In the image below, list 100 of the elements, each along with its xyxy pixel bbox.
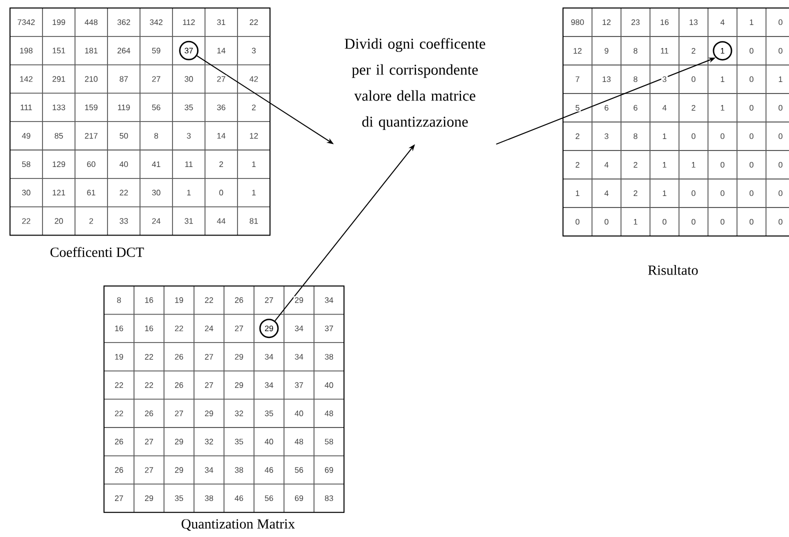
cell-value: 46 [264,466,274,474]
cell-value: 69 [324,466,334,474]
cell-value: 38 [324,352,334,361]
cell-value: 8 [632,132,639,140]
cell-value: 37 [324,324,334,332]
cell-value: 0 [777,104,784,112]
cell-value: 58 [20,160,32,168]
cell-value: 0 [748,75,755,84]
cell-value: 8 [632,46,639,55]
cell-value: 217 [84,132,99,140]
cell-value: 16 [144,296,154,304]
cell-value: 264 [116,46,132,54]
cell-value: 38 [234,466,244,474]
cell-value: 0 [690,218,697,226]
cell-value: 2 [250,104,258,112]
cell-value: 27 [204,381,214,389]
circled-value: 37 [179,40,198,60]
cell-value: 29 [234,352,244,361]
cell-value: 29 [234,381,244,389]
cell-value: 56 [150,104,162,112]
cell-value: 27 [216,75,227,83]
cell-value: 0 [777,46,784,55]
cell-value: 2 [632,189,639,197]
cell-value: 0 [777,218,784,226]
cell-value: 35 [174,494,184,502]
cell-value: 4 [603,189,610,197]
cell-value: 0 [603,218,610,226]
cell-value: 44 [216,217,227,225]
cell-value: 1 [690,161,697,169]
cell-value: 6 [603,104,610,112]
circled-value: 29 [259,318,279,338]
cell-value: 0 [748,104,755,112]
circled-value: 1 [712,41,732,60]
cell-value: 19 [174,296,184,304]
cell-value: 34 [324,296,334,304]
cell-value: 27 [234,324,244,332]
cell-value: 27 [144,466,154,474]
cell-value: 4 [719,18,726,26]
cell-value: 1 [250,188,258,196]
cell-value: 2 [574,132,581,140]
cell-value: 0 [719,132,726,140]
cell-value: 34 [264,381,274,389]
cell-value: 1 [777,75,784,83]
cell-value: 12 [601,18,612,26]
cell-value: 0 [661,218,668,226]
cell-value: 40 [264,438,274,446]
cell-value: 133 [51,104,66,112]
cell-value: 199 [51,18,66,26]
cell-value: 22 [118,188,130,196]
cell-value: 142 [18,75,34,83]
cell-value: 30 [183,75,194,83]
cell-value: 22 [174,324,184,332]
cell-value: 35 [183,104,194,112]
cell-value: 0 [777,160,784,169]
cell-value: 22 [248,18,260,26]
cell-value: 11 [184,160,194,168]
cell-value: 26 [144,410,154,418]
cell-value: 30 [150,188,162,196]
cell-value: 24 [204,324,214,332]
cell-value: 56 [294,466,304,474]
cell-value: 27 [114,494,124,502]
cell-value: 3 [603,132,610,140]
cell-value: 61 [86,188,97,196]
cell-value: 8 [152,132,160,140]
cell-value: 111 [19,104,34,112]
cell-value: 37 [294,381,304,389]
cell-value: 7 [574,75,581,83]
cell-value: 26 [174,352,184,361]
cell-value: 22 [114,381,124,389]
cell-value: 0 [777,18,784,26]
cell-value: 0 [748,218,755,226]
cell-value: 0 [777,132,784,140]
matrix-grid [562,8,789,275]
cell-value: 3 [186,132,192,140]
cell-value: 40 [118,160,130,168]
cell-value: 34 [204,466,214,474]
cell-value: 31 [216,18,227,26]
cell-value: 14 [216,132,227,140]
cell-value: 85 [53,132,64,140]
cell-value: 1 [574,189,581,197]
cell-value: 22 [20,217,32,225]
cell-value: 2 [218,160,224,168]
cell-value: 38 [204,494,214,502]
cell-value: 119 [116,104,132,112]
cell-value: 2 [690,47,697,55]
cell-value: 3 [661,75,668,84]
cell-value: 23 [630,18,641,26]
cell-value: 22 [204,296,214,304]
cell-value: 34 [294,352,304,361]
cell-value: 2 [632,161,639,169]
cell-value: 0 [690,75,697,84]
matrix-caption: Coefficenti DCT [50,247,144,257]
cell-value: 42 [248,75,260,83]
cell-value: 20 [53,217,64,225]
cell-value: 35 [234,438,244,446]
cell-value: 210 [84,75,99,83]
cell-value: 87 [118,75,130,83]
cell-value: 26 [234,296,244,304]
cell-value: 0 [719,218,726,226]
cell-value: 48 [324,410,334,418]
